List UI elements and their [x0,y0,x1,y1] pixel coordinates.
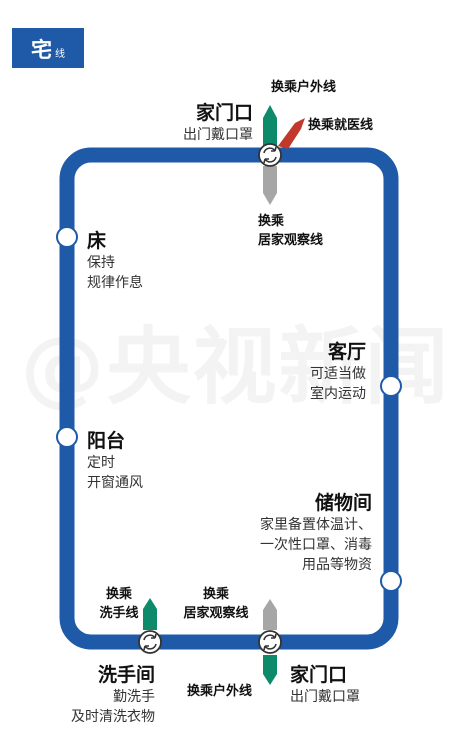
station-desc: 保持 [87,255,115,271]
station-desc: 室内运动 [310,386,366,402]
station-desc: 家里备置体温计、 [260,517,372,533]
station-desc: 及时清洗衣物 [71,709,155,725]
station-desc: 规律作息 [87,275,143,291]
station-circle-icon [56,226,78,248]
title-sub: 线 [55,49,65,60]
station-storage: 储物间 家里备置体温计、 一次性口罩、消毒 用品等物资 [210,488,372,575]
station-living-room: 客厅 可适当做 室内运动 [270,337,366,404]
transfer-icon [138,630,162,654]
arrow-up-icon [263,599,277,630]
station-name: 床 [87,230,107,252]
transfer-observe-line2: 居家观察线 [258,233,324,248]
station-circle-icon [380,570,402,592]
station-circle-icon [56,426,78,448]
station-desc: 一次性口罩、消毒 [260,537,372,553]
transfer-icon [258,143,282,167]
station-desc: 勤洗手 [113,689,155,705]
station-desc: 出门戴口罩 [290,689,360,705]
station-name: 家门口 [290,664,348,686]
transfer-icon [258,630,282,654]
transfer-wash-line2: 洗手线 [99,606,139,621]
transfer-observe-line1: 换乘 [258,214,285,229]
transfer-observe-bottom-line2: 居家观察线 [183,606,249,621]
arrow-up-icon [143,598,157,630]
station-desc: 开窗通风 [87,475,143,491]
transfer-outdoor-bottom-label: 换乘户外线 [187,684,253,699]
station-balcony: 阳台 定时 开窗通风 [87,426,143,493]
arrow-up-icon [263,105,277,146]
station-desc: 出门戴口罩 [183,127,253,143]
station-door-top: 家门口 出门戴口罩 [150,98,253,145]
arrow-down-icon [263,655,277,685]
title-badge: 宅 线 [12,28,84,68]
station-name: 储物间 [314,492,372,514]
station-washroom: 洗手间 勤洗手 及时清洗衣物 [52,660,155,727]
transfer-observe-bottom-line1: 换乘 [202,587,229,602]
transfer-wash-line1: 换乘 [105,587,132,602]
arrow-down-icon [263,166,277,205]
title-main: 宅 [31,38,52,62]
station-desc: 用品等物资 [302,557,372,573]
station-desc: 可适当做 [310,366,366,382]
home-line-loop [59,147,399,650]
station-name: 家门口 [195,102,253,124]
station-bed: 床 保持 规律作息 [87,226,143,293]
arrow-diagonal-icon [278,118,305,149]
station-circle-icon [380,375,402,397]
station-name: 客厅 [327,341,366,363]
transfer-medical-label: 换乘就医线 [308,118,374,133]
transfer-observe-bottom-label: 换乘 居家观察线 [173,585,259,623]
station-door-bottom: 家门口 出门戴口罩 [290,660,360,707]
station-desc: 定时 [87,455,115,471]
station-name: 阳台 [87,430,126,452]
transfer-outdoor-label: 换乘户外线 [271,80,337,95]
transfer-wash-label: 换乘 洗手线 [96,585,142,623]
station-name: 洗手间 [97,664,155,686]
transfer-observe-label: 换乘 居家观察线 [258,212,323,250]
